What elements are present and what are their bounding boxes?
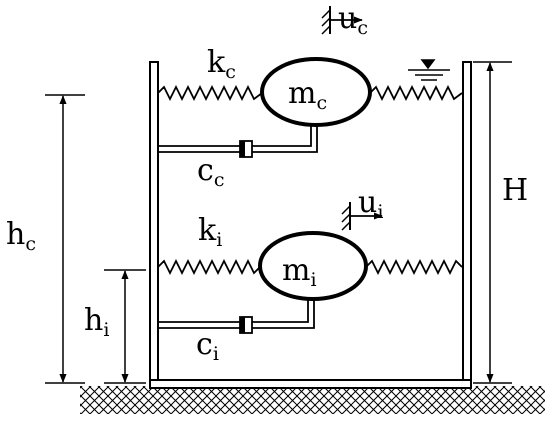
- label-H: H: [502, 173, 528, 208]
- label-ui: ui: [358, 185, 383, 223]
- label-hc: hc: [6, 217, 36, 255]
- damper-ci-link: [252, 298, 315, 329]
- spring-kc-left: [157, 84, 263, 102]
- label-kc: kc: [207, 45, 236, 83]
- tank-left-wall: [149, 61, 159, 385]
- dimensions: [45, 61, 512, 384]
- damper-cc-link: [252, 124, 318, 153]
- ground-hatching: [80, 386, 545, 414]
- damper-ci-rod: [158, 321, 240, 329]
- label-cc: cc: [197, 153, 224, 191]
- label-uc: uc: [338, 1, 368, 39]
- convective-system: [157, 6, 463, 158]
- label-ki: ki: [198, 213, 222, 251]
- spring-ki-left: [157, 258, 261, 276]
- label-ci: ci: [196, 327, 219, 365]
- impulsive-system: [157, 202, 463, 334]
- spring-kc-right: [369, 84, 463, 102]
- mass-mc-circle: [260, 57, 372, 127]
- tank: [149, 61, 472, 389]
- tank-right-wall: [462, 61, 472, 385]
- free-surface-symbol: [408, 59, 450, 81]
- damper-cc-rod: [158, 145, 240, 153]
- label-mi: mi: [282, 253, 317, 291]
- label-hi: hi: [84, 303, 109, 341]
- mass-mi-circle: [258, 231, 368, 301]
- spring-ki-right: [365, 258, 463, 276]
- tank-base: [149, 379, 472, 389]
- label-mc: mc: [288, 76, 327, 114]
